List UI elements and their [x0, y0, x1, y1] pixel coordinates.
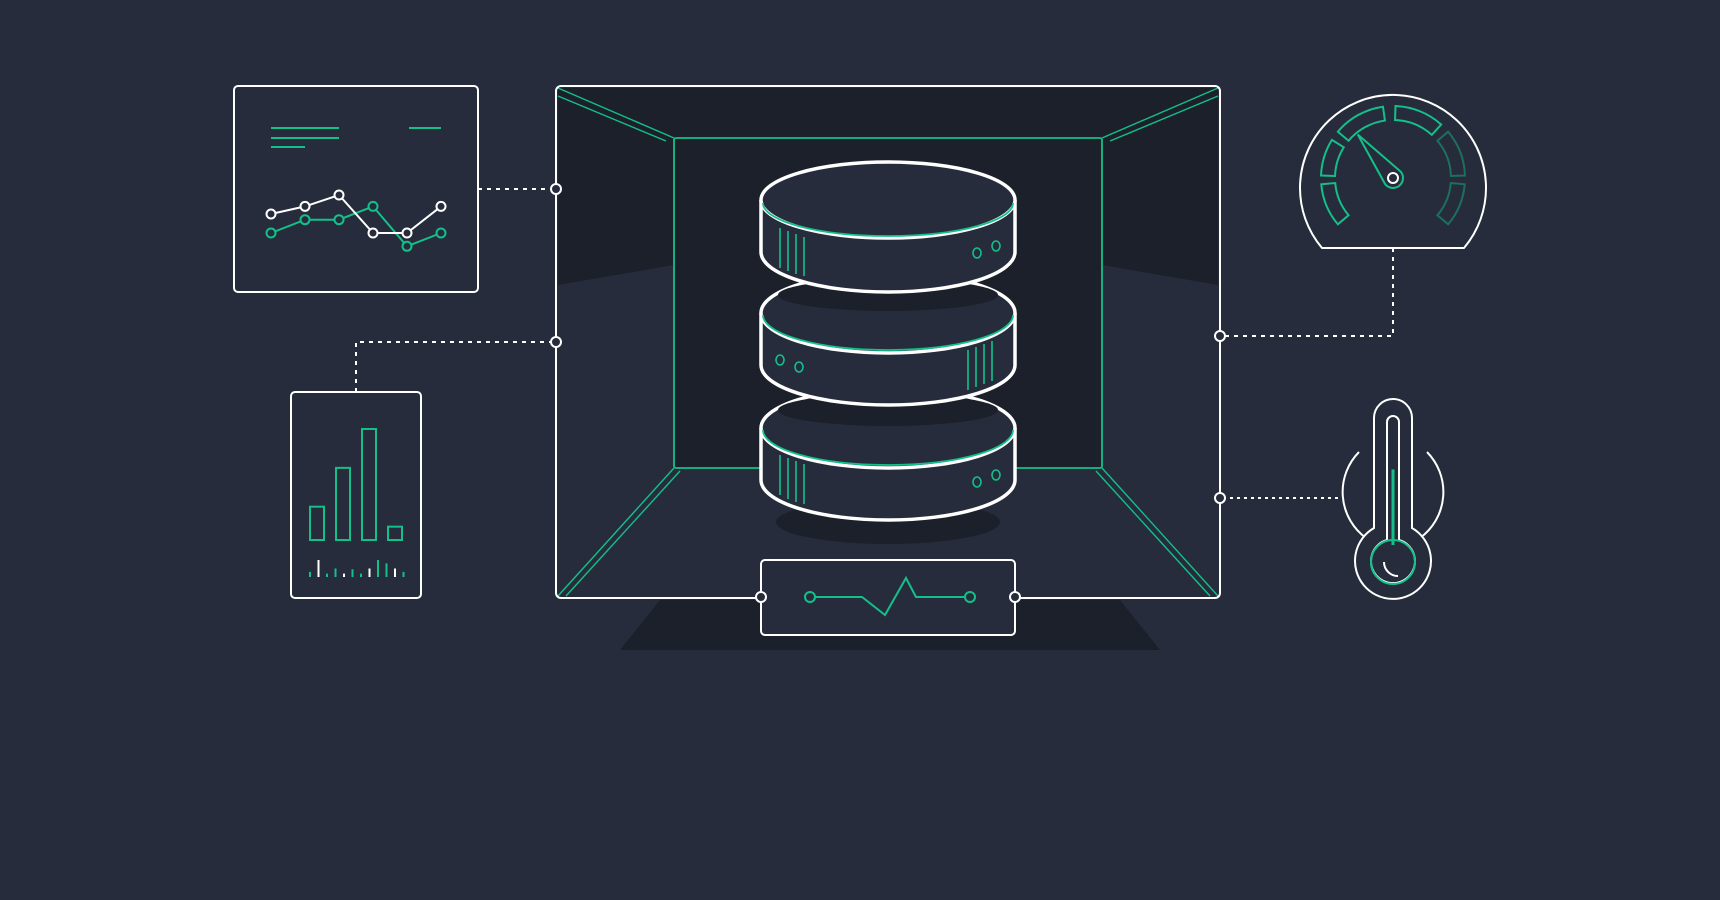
gauge-segment — [1336, 105, 1387, 143]
bar — [361, 428, 377, 541]
bar — [335, 466, 351, 542]
connector-gauge — [1223, 248, 1394, 337]
line-chart-panel — [233, 85, 479, 293]
gauge-segment — [1436, 130, 1466, 178]
gauge-pivot — [1387, 172, 1399, 184]
line-chart-icon — [233, 85, 479, 293]
database-icon — [759, 160, 1017, 544]
green-series-point — [401, 240, 413, 252]
white-series-line — [270, 193, 442, 234]
power-strip-icon — [755, 559, 1021, 636]
white-series-point — [367, 227, 379, 239]
gauge-segment — [1320, 181, 1350, 226]
gauge-segment — [1436, 181, 1466, 226]
connector-nodes — [550, 183, 1226, 504]
green-series-point — [367, 200, 379, 212]
database-disk-top — [759, 160, 1017, 294]
green-series-point — [265, 227, 277, 239]
bar — [387, 525, 403, 541]
green-series-point — [333, 214, 345, 226]
gauge-segment — [1320, 138, 1346, 178]
white-series-point — [435, 200, 447, 212]
thermometer-icon — [1341, 398, 1445, 600]
connector-lines — [355, 188, 1394, 499]
gauge-segment — [1393, 105, 1443, 137]
bar-chart-plot — [309, 428, 405, 577]
green-series-point — [299, 214, 311, 226]
thermometer-bulb — [1370, 539, 1416, 585]
white-series-point — [265, 208, 277, 220]
line-chart-plot — [265, 189, 447, 252]
white-series-point — [333, 189, 345, 201]
speedometer-icon — [1299, 94, 1487, 249]
bar — [309, 505, 325, 542]
bar-chart-icon — [290, 391, 422, 599]
gauge-segments — [1320, 105, 1466, 226]
white-series-point — [299, 200, 311, 212]
connector-bar-chart — [355, 341, 553, 392]
white-series-point — [401, 227, 413, 239]
thermometer-level — [1370, 469, 1416, 585]
bar-chart-panel — [290, 391, 422, 599]
green-series-point — [435, 227, 447, 239]
gauge-needle — [1356, 133, 1404, 189]
